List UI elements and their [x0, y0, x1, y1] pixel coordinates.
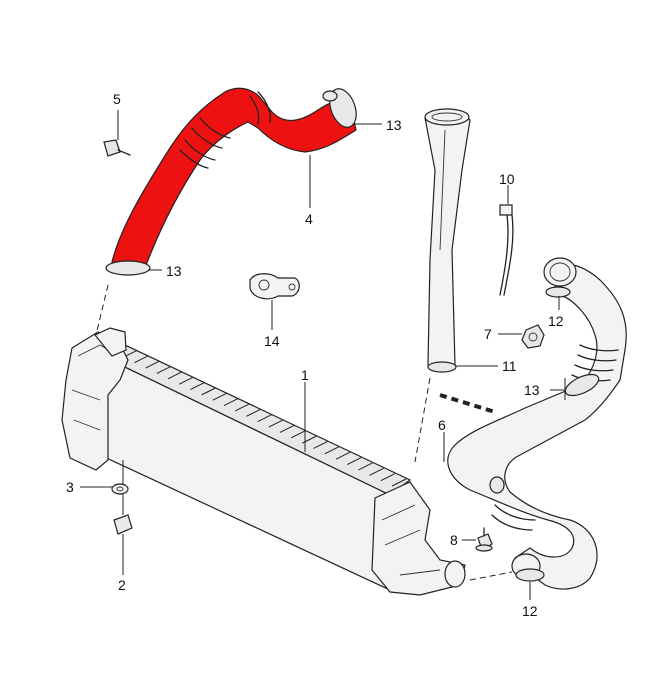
bolt-part-8 — [475, 527, 493, 552]
intercooler-fin — [257, 414, 272, 423]
intercooler-fin — [201, 387, 216, 396]
washer-part-3 — [111, 483, 129, 495]
bolt-part-5 — [103, 110, 131, 157]
callout-5: 5 — [113, 91, 121, 107]
bolt-part-2 — [113, 460, 133, 575]
callout-13-right: 13 — [524, 382, 540, 398]
intercooler-fin — [324, 446, 340, 455]
intercooler-core — [61, 327, 466, 596]
intercooler-fin — [380, 473, 396, 482]
callout-10: 10 — [499, 171, 515, 187]
dashed-connector — [469, 571, 513, 581]
callout-8: 8 — [450, 532, 458, 548]
callout-6: 6 — [438, 417, 446, 433]
callout-11: 11 — [502, 358, 517, 374]
callout-3: 3 — [66, 479, 74, 495]
intercooler-fin — [290, 430, 306, 439]
intercooler-fin — [313, 441, 328, 449]
leader-lines — [80, 123, 566, 600]
callout-7: 7 — [484, 326, 492, 342]
callout-12-upper: 12 — [548, 313, 564, 329]
dashed-connector — [95, 284, 109, 336]
intercooler-fin — [268, 419, 284, 428]
intercooler-fin — [134, 355, 149, 364]
intercooler-fin — [234, 403, 250, 412]
intercooler-fin — [145, 360, 160, 369]
callout-14: 14 — [264, 333, 280, 349]
intercooler-fin — [369, 467, 384, 476]
intercooler-fin — [223, 398, 239, 407]
intercooler-fin — [167, 371, 183, 380]
callout-12-lower: 12 — [522, 603, 538, 619]
intercooler-fin — [178, 376, 194, 385]
nut-part-7 — [521, 324, 545, 349]
dashed-connector — [414, 377, 431, 463]
intercooler-fin — [212, 392, 228, 401]
intercooler-fin — [335, 451, 351, 460]
intercooler-fin — [190, 382, 205, 390]
callout-2: 2 — [118, 577, 126, 593]
dashed-connector — [439, 393, 496, 414]
intercooler-fin — [156, 365, 172, 374]
upper-charge-air-hose-highlighted — [105, 87, 357, 276]
callout-1: 1 — [301, 367, 309, 383]
intake-pipe — [424, 108, 471, 373]
cable-tie-part-10 — [499, 185, 514, 296]
intercooler-fin — [246, 408, 261, 417]
intercooler-fin — [346, 457, 362, 466]
intercooler-fin — [358, 462, 373, 471]
callout-4: 4 — [305, 211, 313, 227]
lower-charge-air-hose — [447, 257, 627, 590]
intercooler-fin — [279, 424, 295, 433]
callout-13-left: 13 — [166, 263, 182, 279]
gasket-part-14 — [249, 273, 300, 330]
callout-13-upper: 13 — [386, 117, 402, 133]
intercooler-fin — [391, 478, 407, 487]
